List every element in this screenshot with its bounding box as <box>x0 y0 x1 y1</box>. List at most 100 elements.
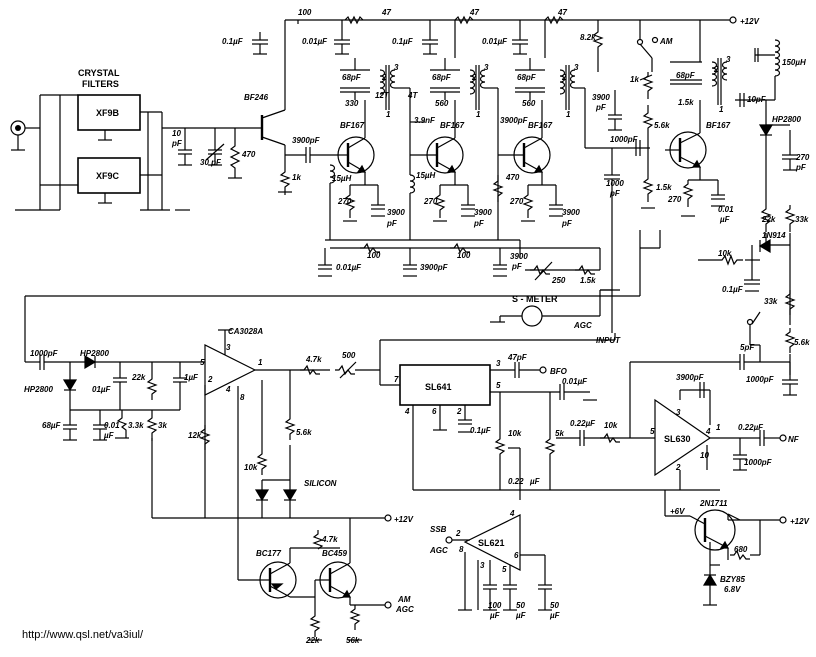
r15k-a-label: 1.5k <box>678 98 694 107</box>
r56k-b-label: 5.6k <box>296 428 312 437</box>
hp2800-c-label: HP2800 <box>24 385 53 394</box>
c-pf-1-label: pF <box>386 219 398 228</box>
r47k-b-label: 4.7k <box>321 535 338 544</box>
r47-c-label: 47 <box>557 8 567 17</box>
r56k-d-label: 5.6k <box>794 338 810 347</box>
sl641-pin3: 3 <box>496 359 501 368</box>
if-bias-line <box>318 239 601 281</box>
c3900-f-label: 3900pF <box>420 263 449 272</box>
r500-label: 500 <box>342 351 356 360</box>
c-pf-2-label: pF <box>473 219 485 228</box>
r12k-label: 12k <box>188 431 202 440</box>
r560-b-label: 560 <box>522 99 536 108</box>
c3900-e2-label: 3900 <box>474 208 492 217</box>
ca-pin4: 4 <box>225 385 231 394</box>
rail-bypass-caps <box>252 20 528 55</box>
t2-pin2: 2 <box>471 73 477 82</box>
sl621-pin5: 5 <box>502 565 507 574</box>
c1000-b-label: 1000 <box>606 179 624 188</box>
c68-a-label: 68pF <box>342 73 362 82</box>
sl630-pin2: 2 <box>675 463 681 472</box>
sl621-wiring <box>445 514 552 611</box>
c47pf-label: 47pF <box>507 353 528 362</box>
c50uf-a-unit: µF <box>515 611 527 620</box>
r470-b-label: 470 <box>505 173 520 182</box>
if-stage-4 <box>600 20 728 291</box>
t12-label: 12T <box>375 91 390 100</box>
s-meter <box>500 289 620 333</box>
crystal-filters-line1: CRYSTAL <box>78 68 120 78</box>
sl630-pin10: 10 <box>700 451 709 460</box>
c68-d-label: 68pF <box>676 71 696 80</box>
c5pf-label: 5pF <box>740 343 755 352</box>
c022-a-label: 0.22 <box>508 477 524 486</box>
r3k-label: 3k <box>158 421 167 430</box>
xf9b-label: XF9B <box>96 108 120 118</box>
r47-a-label: 47 <box>381 8 391 17</box>
sl621-pin3: 3 <box>480 561 485 570</box>
s-meter-label: S - METER <box>512 294 558 304</box>
hp2800-a-label: HP2800 <box>772 115 801 124</box>
r10k-d-label: 10k <box>604 421 618 430</box>
sl630-wiring <box>494 311 798 500</box>
r100-c-label: 100 <box>457 251 471 260</box>
r100-top-label: 100 <box>298 8 312 17</box>
l15-b-label: 15µH <box>416 171 436 180</box>
c10-left-pf: pF <box>171 139 183 148</box>
bzy85-line2: 6.8V <box>724 585 741 594</box>
t1-pin3: 3 <box>394 63 399 72</box>
r10k-b-label: 10k <box>244 463 258 472</box>
2n1711-label: 2N1711 <box>699 499 728 508</box>
r33k-c-label: 3.3k <box>128 421 144 430</box>
c01-b-label: 0.1µF <box>392 37 414 46</box>
supply-top-label: +12V <box>740 17 760 26</box>
nf-label: NF <box>788 435 800 444</box>
sl621-pin8: 8 <box>459 545 464 554</box>
r270-a-label: 270 <box>337 197 352 206</box>
r33k-a-label: 33k <box>795 215 809 224</box>
r270-d-label: 270 <box>667 195 682 204</box>
ssb-agc-line1: SSB <box>430 525 447 534</box>
ca-pin5: 5 <box>200 358 205 367</box>
c3900-top-label: 3900 <box>592 93 610 102</box>
sl641-pin2: 2 <box>456 407 462 416</box>
bf167-2-label: BF167 <box>440 121 465 130</box>
sl630-label: SL630 <box>664 434 691 444</box>
c001-a-label: 0.01µF <box>302 37 328 46</box>
sl641-pin6: 6 <box>432 407 437 416</box>
c001-b-label: 0.01µF <box>482 37 508 46</box>
ca3028a-section <box>24 230 641 581</box>
c3900-pf-label: pF <box>595 103 607 112</box>
c01uf-e-label: 0.1µF <box>470 426 492 435</box>
xf9c-label: XF9C <box>96 171 120 181</box>
r1k-label: 1k <box>630 75 639 84</box>
silicon-label: SILICON <box>304 479 337 488</box>
if-stage-1 <box>285 58 410 240</box>
c001-e-uf: µF <box>103 431 115 440</box>
c3900-e1-label: 3900 <box>387 208 405 217</box>
c1000-b-pf: pF <box>609 189 621 198</box>
t4-pin1: 1 <box>719 105 724 114</box>
c3900-g-pf: pF <box>511 262 523 271</box>
r270-b-label: 270 <box>423 197 438 206</box>
source-url[interactable]: http://www.qsl.net/va3iul/ <box>22 629 144 641</box>
sl641-pin5: 5 <box>496 381 501 390</box>
hp2800-b-label: HP2800 <box>80 349 109 358</box>
t4-label: 4T <box>407 91 418 100</box>
sl641-pin7: 7 <box>394 375 399 384</box>
sl641-wiring <box>379 333 720 491</box>
sl621-label: SL621 <box>478 538 505 548</box>
c100uf-label: 100 <box>488 601 502 610</box>
c022-a-uf: µF <box>529 477 541 486</box>
r100-b-label: 100 <box>367 251 381 260</box>
bf167-1-label: BF167 <box>340 121 365 130</box>
bc177-label: BC177 <box>256 549 281 558</box>
c001-c-label: 0.01 <box>718 205 734 214</box>
r15k-c-label: 1.5k <box>580 276 596 285</box>
r47-b-label: 47 <box>469 8 479 17</box>
ca-pin8: 8 <box>240 393 245 402</box>
c50uf-b-label: 50 <box>550 601 559 610</box>
t2-pin3: 3 <box>484 63 489 72</box>
r56k-a-label: 5.6k <box>654 121 670 130</box>
r250-label: 250 <box>551 276 566 285</box>
